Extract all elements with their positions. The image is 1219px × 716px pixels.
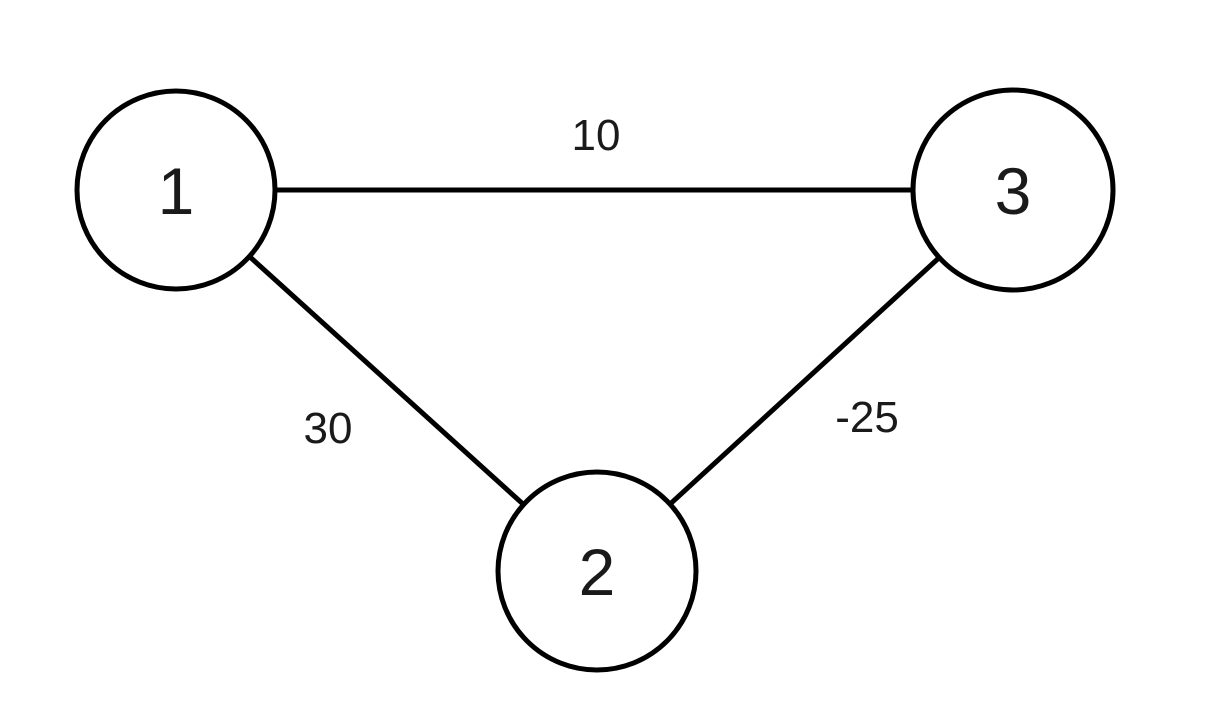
node-3-label: 3 — [995, 154, 1032, 228]
node-2-label: 2 — [579, 535, 616, 609]
edge-1-2-weight-label: 30 — [304, 404, 353, 453]
nodes-layer: 1 2 3 — [74, 87, 1116, 673]
edge-2-3-weight-label: -25 — [835, 393, 899, 442]
edge-labels-layer: 10 30 -25 — [304, 111, 899, 453]
node-2 — [495, 469, 699, 673]
node-3 — [910, 87, 1116, 293]
edge-1-3-weight-label: 10 — [572, 111, 621, 160]
node-1 — [74, 88, 278, 292]
node-1-label: 1 — [158, 154, 195, 228]
